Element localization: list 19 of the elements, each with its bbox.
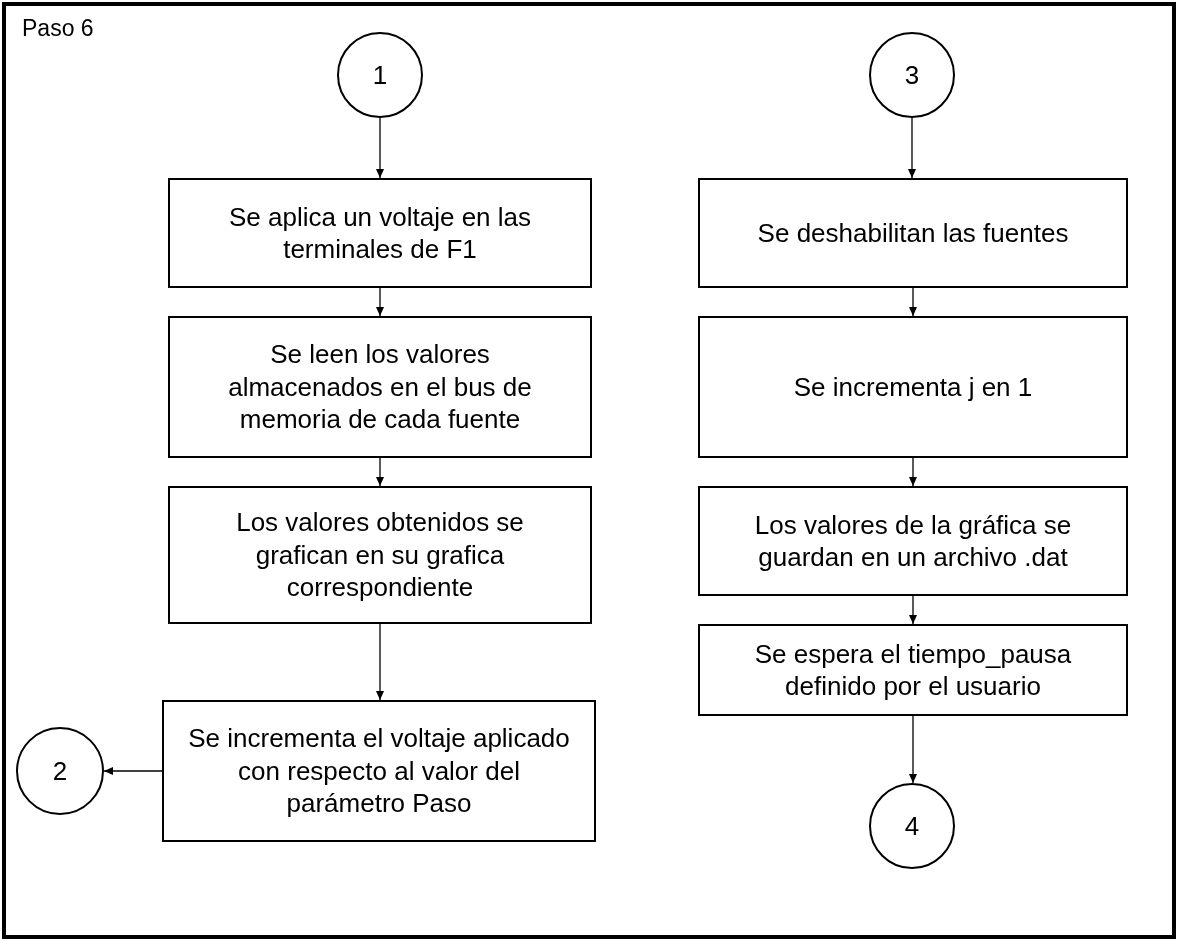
arrow [909, 457, 917, 487]
process-box: Los valores de la gráfica se guardan en un archivo .dat [698, 486, 1128, 596]
process-box: Se leen los valores almacenados en el bus de memoria de cada fuente [168, 316, 592, 458]
process-box: Se incrementa j en 1 [698, 316, 1128, 458]
process-box: Se deshabilitan las fuentes [698, 178, 1128, 288]
process-box: Los valores obtenidos se grafican en su grafica correspondiente [168, 486, 592, 624]
arrow [376, 287, 384, 317]
process-box: Se aplica un voltaje en las terminales de F1 [168, 178, 592, 288]
process-box: Se espera el tiempo_pausa definido por el usuario [698, 624, 1128, 716]
arrow [909, 715, 917, 784]
arrow [103, 767, 163, 775]
process-box: Se incrementa el voltaje aplicado con respecto al valor del parámetro Paso [162, 700, 596, 842]
arrow [376, 623, 384, 701]
arrow [909, 595, 917, 625]
step-heading: Paso 6 [22, 14, 94, 43]
arrow [376, 457, 384, 487]
arrow [909, 287, 917, 317]
arrow [376, 117, 384, 179]
arrow [908, 117, 916, 179]
